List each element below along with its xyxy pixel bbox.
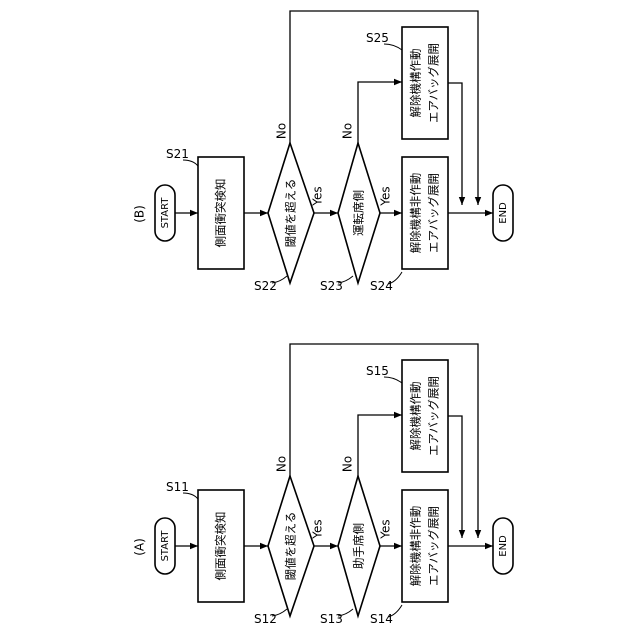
nonoperate-line2: エアバッグ展開 [427,506,441,586]
step-label-detect: S11 [166,480,189,494]
start-node: START [155,185,175,241]
threshold-text: 閾値を超える [284,512,298,581]
seat-text: 助手席側 [352,523,366,569]
end-node: END [493,185,513,241]
detect-box: 側面衝突検知 [198,157,244,269]
nonoperate-line1: 解除機構非作動 [409,173,423,254]
flowchart-label: (A) [133,538,147,556]
nonoperate-line2: エアバッグ展開 [427,173,441,253]
nonoperate-box: 解除機構非作動 エアバッグ展開 [402,490,448,602]
step-label-threshold: S22 [254,279,277,293]
seat-decision: 助手席側 [338,476,380,616]
flowchart-label: (B) [133,205,147,223]
no-path-seat-operate [358,82,402,143]
detect-box: 側面衝突検知 [198,490,244,602]
nonoperate-box: 解除機構非作動 エアバッグ展開 [402,157,448,269]
yes-label-threshold: Yes [311,519,325,539]
end-label: END [498,535,509,557]
step-label-nonoperate: S14 [370,612,393,626]
step-label-seat: S13 [320,612,343,626]
seat-decision: 運転席側 [338,143,380,283]
threshold-decision: 閾値を超える [268,143,314,283]
start-label: START [160,197,171,229]
step-label-seat: S23 [320,279,343,293]
step-label-operate: S25 [366,31,389,45]
no-path-seat-operate [358,415,402,476]
threshold-text: 閾値を超える [284,179,298,248]
arrow-operate-end [448,83,462,205]
step-label-operate: S15 [366,364,389,378]
step-label-threshold: S12 [254,612,277,626]
no-label-seat: No [341,123,355,139]
no-label-threshold: No [275,123,289,139]
end-node: END [493,518,513,574]
threshold-decision: 閾値を超える [268,476,314,616]
step-label-detect: S21 [166,147,189,161]
flowchart-a: (A) START 側面衝突検知 S11 閾値を超える S12 Yes No 助… [133,344,514,626]
seat-text: 運転席側 [352,190,366,236]
start-label: START [160,530,171,562]
start-node: START [155,518,175,574]
arrow-operate-end [448,416,462,538]
step-label-nonoperate: S24 [370,279,393,293]
end-label: END [498,202,509,224]
operate-line1: 解除機構作動 [409,382,423,451]
nonoperate-line1: 解除機構非作動 [409,506,423,587]
no-label-seat: No [341,456,355,472]
operate-box: 解除機構作動 エアバッグ展開 [402,27,448,139]
yes-label-threshold: Yes [311,186,325,206]
operate-box: 解除機構作動 エアバッグ展開 [402,360,448,472]
yes-label-seat: Yes [379,519,393,539]
detect-text: 側面衝突検知 [214,179,228,248]
operate-line2: エアバッグ展開 [427,376,441,456]
no-label-threshold: No [275,456,289,472]
operate-line2: エアバッグ展開 [427,43,441,123]
flowchart-b: (B) START 側面衝突検知 S21 閾値を超える S22 Yes No [133,11,514,293]
detect-text: 側面衝突検知 [214,512,228,581]
yes-label-seat: Yes [379,186,393,206]
operate-line1: 解除機構作動 [409,49,423,118]
